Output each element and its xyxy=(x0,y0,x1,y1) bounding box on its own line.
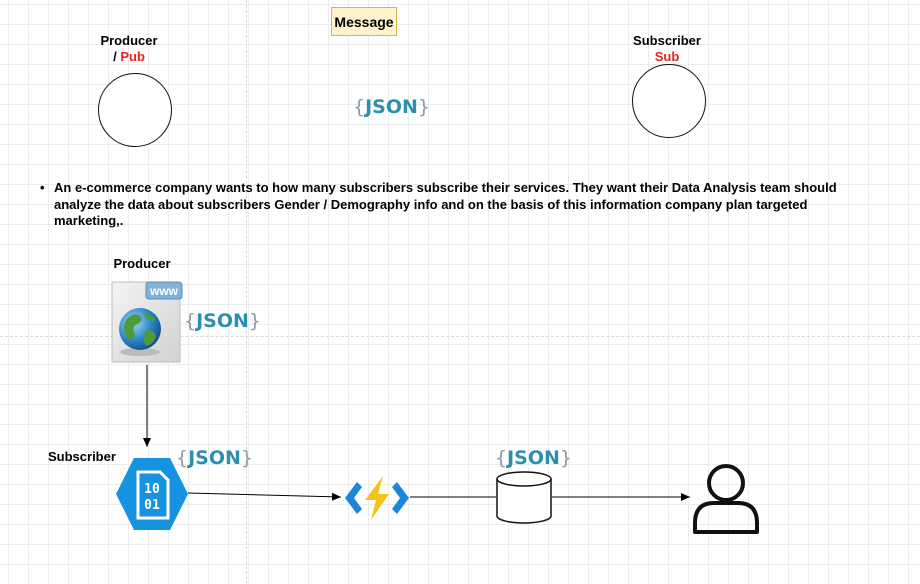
www-badge: www xyxy=(149,284,179,298)
json-label-subscriber: {JSON} xyxy=(176,447,253,469)
database-icon xyxy=(496,471,552,524)
json-label-top: {JSON} xyxy=(353,96,430,118)
json-brace-close: } xyxy=(248,310,261,332)
flow-producer-label: Producer xyxy=(113,256,171,271)
json-brace-open: { xyxy=(353,96,366,118)
json-label-producer: {JSON} xyxy=(184,310,261,332)
description-bullet: • An e-commerce company wants to how man… xyxy=(40,180,860,230)
json-text: JSON xyxy=(188,447,241,469)
guide-horizontal-line xyxy=(0,336,920,337)
producer-title: Producer xyxy=(100,33,158,48)
guide-vertical-line xyxy=(246,0,247,584)
json-label-database: {JSON} xyxy=(495,447,572,469)
json-brace-close: } xyxy=(240,447,253,469)
pub-prefix: / xyxy=(113,49,121,64)
json-brace-close: } xyxy=(417,96,430,118)
user-icon xyxy=(693,464,759,534)
sub-tag: Sub xyxy=(654,49,680,64)
json-brace-open: { xyxy=(495,447,508,469)
subscriber-sub-label: Subscriber Sub xyxy=(622,33,712,65)
json-text: JSON xyxy=(196,310,249,332)
function-lightning-icon xyxy=(345,476,409,520)
bullet-dot: • xyxy=(40,180,45,195)
json-text: JSON xyxy=(365,96,418,118)
producer-pub-label: Producer / Pub xyxy=(88,33,170,65)
json-brace-open: { xyxy=(184,310,197,332)
binary-bottom: 01 xyxy=(144,498,160,513)
producer-circle xyxy=(98,73,172,147)
flow-subscriber-label: Subscriber xyxy=(48,449,116,464)
web-page-icon: www xyxy=(111,281,183,363)
json-brace-close: } xyxy=(559,447,572,469)
json-text: JSON xyxy=(507,447,560,469)
pub-tag: Pub xyxy=(120,49,145,64)
description-text: An e-commerce company wants to how many … xyxy=(54,180,837,228)
subscriber-title: Subscriber xyxy=(633,33,701,48)
binary-top: 10 xyxy=(144,482,160,497)
json-brace-open: { xyxy=(176,447,189,469)
storage-hexagon-icon: 10 01 xyxy=(116,458,188,530)
arrow-subscriber-to-function xyxy=(187,492,342,501)
subscriber-circle xyxy=(632,64,706,138)
message-box: Message xyxy=(331,7,397,36)
pub-line: / Pub xyxy=(88,49,170,65)
